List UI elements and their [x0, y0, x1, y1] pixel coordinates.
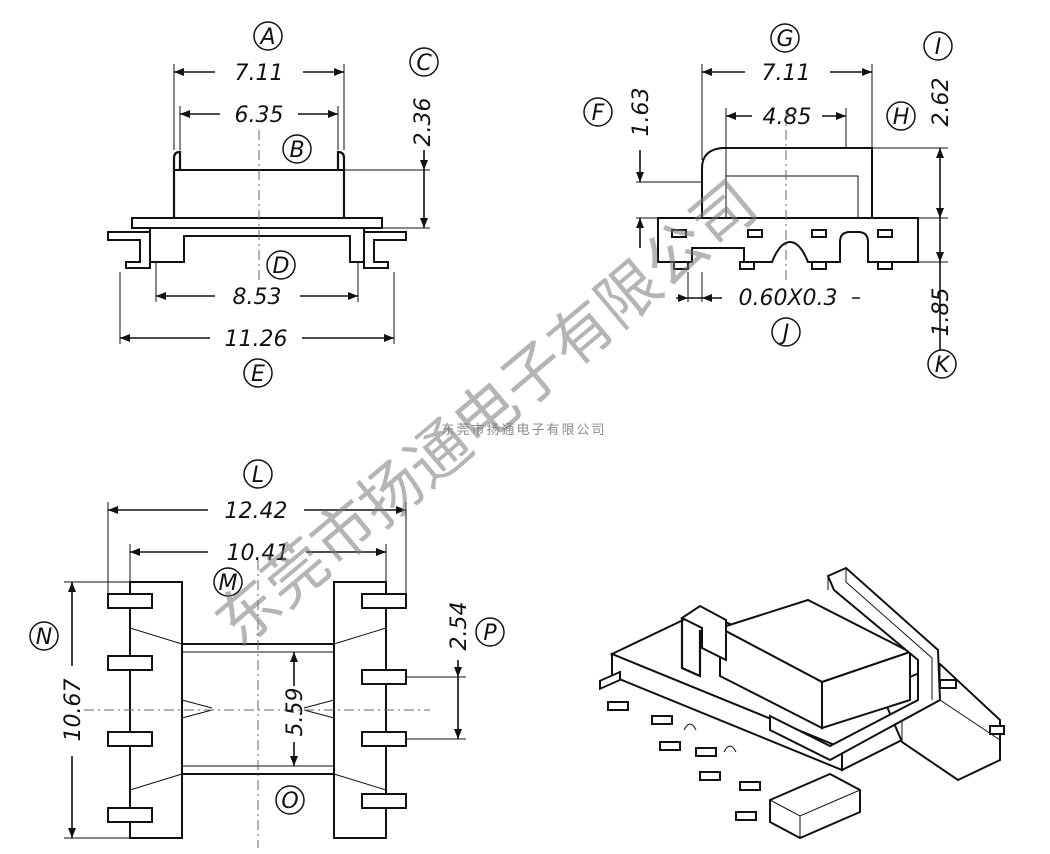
bottom-view-left-body	[129, 581, 183, 839]
bottom-pin-right	[361, 731, 407, 747]
dim-d-value: 8.53	[233, 285, 282, 310]
iso-pin	[739, 781, 761, 791]
side-pin	[673, 261, 689, 270]
bottom-pin-left	[107, 731, 153, 747]
iso-pin	[659, 741, 681, 751]
iso-pin	[699, 771, 721, 781]
bottom-pin-left	[107, 593, 153, 609]
front-view-outline-right	[363, 231, 407, 269]
iso-pin	[607, 701, 629, 711]
label-f: F	[592, 101, 605, 126]
label-p: P	[483, 621, 497, 646]
label-j: J	[779, 321, 790, 346]
dim-o-value: 5.59	[283, 688, 308, 737]
watermark-large: 东莞市扬通电子有限公司	[201, 166, 770, 660]
front-view-base	[149, 227, 365, 263]
label-b: B	[289, 138, 304, 163]
watermark-small: 东莞市扬通电子有限公司	[441, 422, 606, 438]
iso-pin	[989, 725, 1005, 735]
label-o: O	[281, 789, 298, 814]
label-e: E	[251, 362, 265, 387]
dim-n-value: 10.67	[61, 679, 86, 742]
iso-left-flange	[680, 604, 727, 662]
dim-j-value: 0.60X0.3	[738, 286, 837, 311]
isometric-view	[599, 566, 1005, 840]
label-n: N	[36, 625, 52, 650]
label-l: L	[252, 463, 264, 488]
label-k: K	[935, 353, 951, 378]
side-pin	[811, 229, 827, 238]
side-view-core	[701, 147, 873, 219]
label-g: G	[776, 27, 793, 52]
front-view-core-top	[172, 150, 346, 218]
bottom-pin-left	[107, 807, 153, 823]
side-pin	[811, 261, 827, 270]
iso-right-flange	[769, 566, 942, 762]
dim-g-value: 7.11	[762, 61, 811, 86]
dim-k-value: 1.85	[929, 288, 954, 337]
side-pin	[877, 229, 893, 238]
label-i: I	[935, 35, 942, 60]
bottom-pin-right	[361, 793, 407, 809]
dim-a-value: 7.11	[235, 61, 284, 86]
side-pin	[747, 229, 763, 238]
bottom-pin-left	[107, 655, 153, 671]
side-view: 7.11 G 4.85 H 1.63 F 2.62 I 1	[583, 23, 957, 379]
iso-pin	[651, 715, 673, 725]
dim-f-value: 1.63	[629, 88, 654, 137]
label-h: H	[893, 105, 910, 130]
dim-l-value: 12.42	[225, 499, 288, 524]
bottom-pin-right	[361, 669, 407, 685]
iso-pin	[695, 747, 717, 757]
iso-pin	[939, 679, 957, 689]
iso-pin	[599, 670, 621, 691]
dim-i-value: 2.62	[929, 78, 954, 127]
label-c: C	[416, 51, 432, 76]
dim-m-value: 10.41	[227, 541, 290, 566]
label-a: A	[258, 25, 275, 50]
iso-core-side	[821, 650, 911, 730]
bottom-view: 12.42 L 10.41 M 10.67 N 5.59 O	[29, 459, 505, 848]
dim-p-value: 2.54	[447, 602, 472, 651]
iso-front-block	[769, 772, 861, 840]
front-view-flange	[131, 217, 383, 229]
dim-h-value: 4.85	[763, 105, 812, 130]
bottom-pin-right	[361, 593, 407, 609]
side-pin	[671, 229, 687, 238]
dim-b-value: 6.35	[235, 103, 284, 128]
side-pin	[739, 261, 755, 270]
label-m: M	[219, 571, 238, 596]
dim-c-value: 2.36	[411, 98, 436, 147]
side-pin	[877, 261, 893, 270]
dim-e-value: 11.26	[225, 327, 288, 352]
iso-pin	[735, 811, 757, 821]
front-view-outline	[107, 231, 151, 269]
front-view: 7.11 A 6.35 B 2.36 C 8.53 D	[107, 21, 439, 388]
label-d: D	[273, 254, 290, 279]
